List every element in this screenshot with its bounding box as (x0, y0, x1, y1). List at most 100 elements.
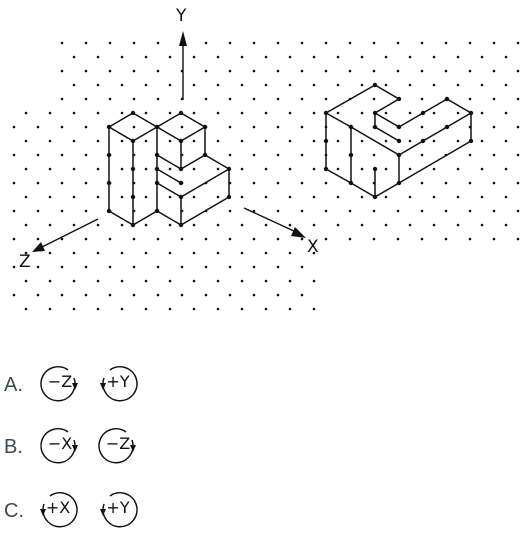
vertex-dot (202, 124, 208, 130)
grid-dot (12, 181, 16, 185)
rotation-arrow-icon (40, 492, 78, 528)
grid-dot (24, 251, 28, 255)
rotation-arrow-icon (98, 428, 136, 464)
grid-dot (192, 251, 196, 255)
y-axis-label: Y (175, 6, 187, 26)
grid-dot (192, 279, 196, 283)
grid-dot (276, 69, 280, 73)
grid-dot (12, 293, 16, 297)
grid-dot (216, 111, 220, 115)
vertex-dot (178, 180, 184, 186)
grid-dot (36, 237, 40, 241)
rotation-label: −X (47, 434, 73, 453)
grid-dot (252, 41, 256, 45)
grid-dot (96, 55, 100, 59)
grid-dot (420, 125, 424, 129)
z-axis: Z (19, 218, 99, 272)
grid-dot (372, 97, 376, 101)
grid-dot (96, 223, 100, 227)
grid-dot (204, 69, 208, 73)
grid-dot (300, 237, 304, 241)
rotation-label: −Z (47, 372, 73, 391)
y-axis-arrowhead (179, 31, 187, 46)
grid-dot (84, 209, 88, 213)
grid-dot (348, 41, 352, 45)
grid-dot (432, 83, 436, 87)
grid-dot (408, 111, 412, 115)
vertex-dot (106, 208, 112, 214)
grid-dot (252, 153, 256, 157)
grid-dot (288, 279, 292, 283)
grid-dot (504, 167, 508, 171)
grid-dot (384, 55, 388, 59)
grid-dot (492, 181, 496, 185)
rotation-arrow-icon (40, 366, 78, 402)
grid-dot (204, 41, 208, 45)
grid-dot (264, 279, 268, 283)
grid-dot (480, 55, 484, 59)
vertex-dot (323, 110, 329, 116)
right-object-vertices (323, 82, 474, 200)
grid-dot (264, 139, 268, 143)
grid-dot (24, 279, 28, 283)
grid-dot (300, 293, 304, 297)
grid-dot (48, 251, 52, 255)
rotation-label: −Z (105, 434, 131, 453)
grid-dot (468, 69, 472, 73)
grid-dot (72, 307, 76, 311)
grid-dot (312, 251, 316, 255)
grid-dot (36, 265, 40, 269)
grid-dot (288, 55, 292, 59)
grid-dot (288, 83, 292, 87)
grid-dot (312, 111, 316, 115)
grid-dot (216, 167, 220, 171)
grid-dot (312, 139, 316, 143)
grid-dot (12, 125, 16, 129)
grid-dot (336, 83, 340, 87)
grid-dot (24, 139, 28, 143)
grid-dot (48, 279, 52, 283)
grid-dot (192, 139, 196, 143)
grid-dot (384, 223, 388, 227)
vertex-dot (372, 194, 378, 200)
rotation-minus-z-icon: −Z (38, 362, 82, 406)
grid-dot (204, 237, 208, 241)
grid-dot (96, 111, 100, 115)
grid-dot (24, 223, 28, 227)
grid-dot (288, 223, 292, 227)
vertex-dot (154, 180, 160, 186)
vertex-dot (372, 124, 378, 130)
grid-dot (504, 139, 508, 143)
grid-dot (468, 41, 472, 45)
grid-dot (84, 293, 88, 297)
x-axis-arrowhead (291, 227, 306, 238)
grid-dot (72, 195, 76, 199)
grid-dot (300, 181, 304, 185)
grid-dot (312, 167, 316, 171)
grid-dot (228, 153, 232, 157)
grid-dot (324, 209, 328, 213)
grid-dot (456, 223, 460, 227)
vertex-dot (106, 180, 112, 186)
left-object-vertices (106, 110, 232, 228)
grid-dot (276, 293, 280, 297)
grid-dot (480, 167, 484, 171)
vertex-dot (396, 124, 402, 130)
grid-dot (492, 237, 496, 241)
vertex-dot (396, 138, 402, 144)
grid-dot (120, 223, 124, 227)
grid-dot (240, 251, 244, 255)
grid-dot (504, 111, 508, 115)
grid-dot (48, 195, 52, 199)
grid-dot (84, 69, 88, 73)
grid-dot (216, 195, 220, 199)
grid-dot (504, 195, 508, 199)
grid-dot (24, 167, 28, 171)
grid-dot (276, 209, 280, 213)
grid-dot (432, 55, 436, 59)
grid-dot (480, 223, 484, 227)
rotation-arrow-icon (100, 366, 138, 402)
grid-dot (432, 195, 436, 199)
grid-dot (504, 55, 508, 59)
dot-grid (12, 41, 520, 311)
